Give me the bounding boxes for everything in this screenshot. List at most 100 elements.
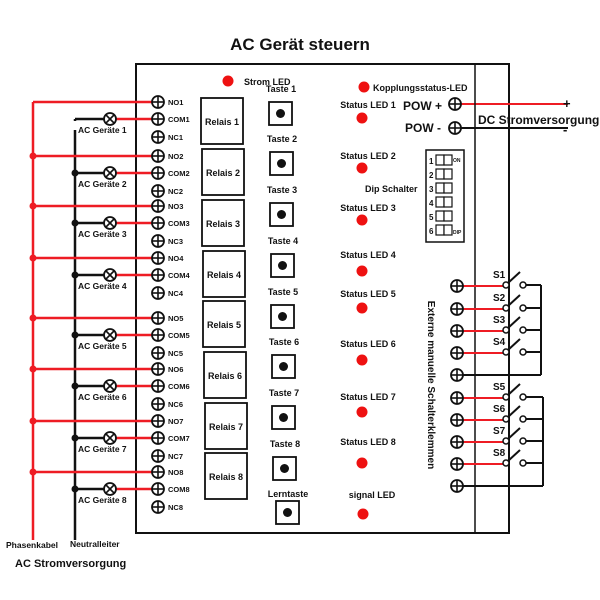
relay-label: Relais 3	[206, 219, 240, 229]
nc-label: NC2	[168, 187, 183, 196]
switch-contact	[519, 281, 527, 289]
dip-dip-label: DIP	[453, 230, 462, 236]
relay-box	[204, 402, 248, 450]
button-6[interactable]	[271, 354, 296, 379]
button-8[interactable]	[272, 456, 297, 481]
button-label: Taste 4	[268, 236, 298, 246]
com-terminal	[151, 112, 165, 126]
button-5[interactable]	[270, 304, 295, 329]
pairing-led	[358, 81, 370, 93]
relay-label: Relais 7	[209, 422, 243, 432]
signal-led	[357, 508, 369, 520]
switch-contact	[519, 415, 527, 423]
dip-switch-cell	[443, 224, 453, 236]
junction-dot	[71, 219, 79, 227]
switch-contact	[502, 459, 510, 467]
lamp-icon	[103, 112, 117, 126]
switch-common-terminal	[450, 479, 464, 493]
switch-terminal	[450, 413, 464, 427]
nc-label: NC4	[168, 289, 184, 298]
status-led	[356, 457, 368, 469]
lamp-icon	[103, 482, 117, 496]
relay-box	[202, 300, 246, 348]
switch-contact	[519, 326, 527, 334]
junction-dot	[29, 202, 37, 210]
no-label: NO1	[168, 98, 183, 107]
dip-position-label: 4	[429, 199, 434, 208]
switch-contact	[519, 304, 527, 312]
switch-contact	[519, 393, 527, 401]
status-led-label: Status LED 8	[340, 437, 396, 447]
nc-terminal	[151, 449, 165, 463]
phase-cable-label: Phasenkabel	[6, 540, 58, 550]
controller-board	[135, 63, 510, 534]
button-3[interactable]	[269, 202, 294, 227]
no-terminal	[151, 95, 165, 109]
junction-dot	[29, 365, 37, 373]
status-led	[356, 354, 368, 366]
status-led-label: Status LED 3	[340, 203, 396, 213]
lamp-x2	[105, 218, 115, 228]
button-2[interactable]	[269, 151, 294, 176]
lamp-x2	[105, 114, 115, 124]
button-7[interactable]	[271, 405, 296, 430]
button-dot	[283, 508, 292, 517]
dip-on-label: ON	[453, 158, 461, 164]
nc-label: NC8	[168, 503, 183, 512]
dip-switch-cell	[435, 182, 445, 194]
junction-dot	[29, 468, 37, 476]
wires	[31, 64, 568, 540]
pow-minus-terminal	[448, 121, 462, 135]
button-dot	[278, 312, 287, 321]
no-label: NO5	[168, 314, 183, 323]
no-label: NO8	[168, 468, 183, 477]
device-label: AC Geräte 6	[78, 392, 127, 402]
button-1[interactable]	[268, 101, 293, 126]
switch-terminal	[450, 279, 464, 293]
status-led-label: Status LED 1	[340, 100, 396, 110]
dip-switch-cell	[443, 210, 453, 222]
relay-label: Relais 8	[209, 472, 243, 482]
button-label: Taste 8	[270, 439, 300, 449]
lamp-x2	[105, 270, 115, 280]
pow-plus-label: POW +	[403, 99, 442, 113]
switch-contact	[519, 348, 527, 356]
nc-terminal	[151, 184, 165, 198]
status-led	[356, 214, 368, 226]
switch-label: S6	[493, 404, 506, 415]
switch-label: S1	[493, 270, 506, 281]
junction-dot	[29, 152, 37, 160]
device-label: AC Geräte 2	[78, 179, 127, 189]
switch-terminal	[450, 346, 464, 360]
dip-switch-cell	[443, 168, 453, 180]
switch-contact	[519, 437, 527, 445]
status-led-label: Status LED 5	[340, 289, 396, 299]
learn-button[interactable]	[275, 500, 300, 525]
no-label: NO4	[168, 254, 184, 263]
button-label: Taste 7	[269, 388, 299, 398]
switch-contact	[502, 393, 510, 401]
switch-terminal	[450, 457, 464, 471]
junction-dot	[29, 314, 37, 322]
switch-lever	[507, 405, 521, 418]
button-label: Taste 6	[269, 337, 299, 347]
button-4[interactable]	[270, 253, 295, 278]
power-led	[222, 75, 234, 87]
switch-label: S3	[493, 315, 506, 326]
dip-switch-cell	[443, 196, 453, 208]
junction-dot	[71, 331, 79, 339]
com-terminal	[151, 482, 165, 496]
status-led	[356, 162, 368, 174]
no-terminal	[151, 362, 165, 376]
dip-switch-cell	[443, 154, 453, 166]
junction-dot	[29, 417, 37, 425]
switch-terminal	[450, 324, 464, 338]
dc-minus-sign: -	[563, 122, 567, 137]
relay-box	[202, 250, 246, 298]
button-label: Taste 2	[267, 134, 297, 144]
button-dot	[277, 210, 286, 219]
status-led	[356, 406, 368, 418]
button-dot	[278, 261, 287, 270]
nc-terminal	[151, 500, 165, 514]
